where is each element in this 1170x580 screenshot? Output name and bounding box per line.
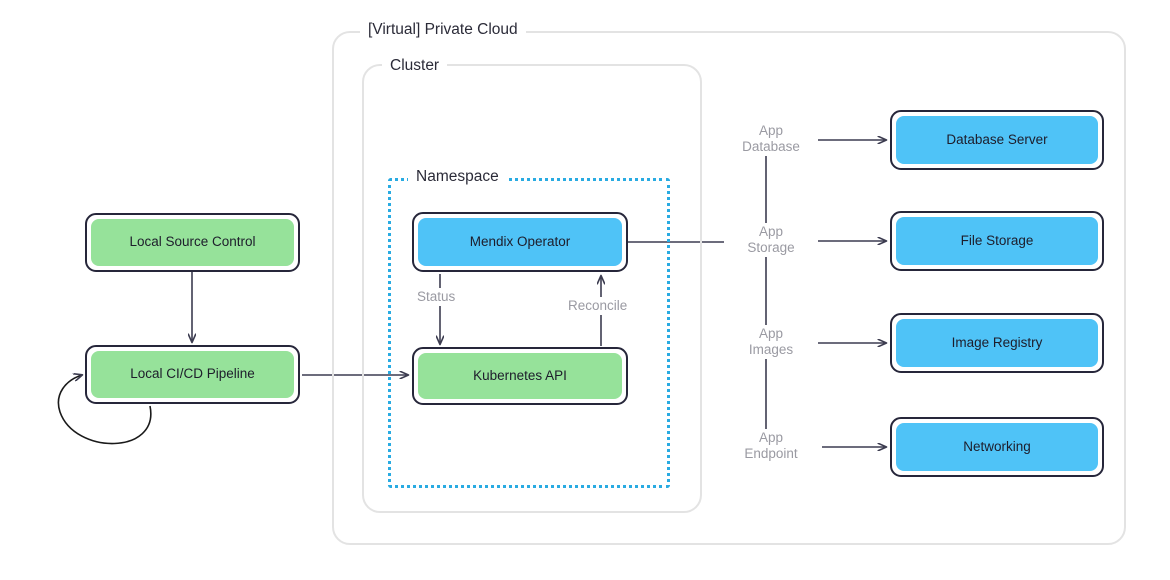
group-cluster-label: Cluster xyxy=(382,57,448,75)
edge-pipeline-self-loop xyxy=(57,375,152,445)
edge-label-reconcile: Reconcile xyxy=(563,297,633,315)
group-cluster xyxy=(362,64,702,513)
group-namespace xyxy=(388,178,670,488)
group-private-cloud-label: [Virtual] Private Cloud xyxy=(360,21,526,39)
node-database-server[interactable]: Database Server xyxy=(890,110,1104,170)
node-database-server-label: Database Server xyxy=(896,116,1098,164)
node-file-storage[interactable]: File Storage xyxy=(890,211,1104,271)
node-local-source-control[interactable]: Local Source Control xyxy=(85,213,300,272)
node-local-ci-cd-pipeline[interactable]: Local CI/CD Pipeline xyxy=(85,345,300,404)
edge-label-app-endpoint: App Endpoint xyxy=(720,429,822,463)
group-namespace-label: Namespace xyxy=(408,168,507,186)
node-mendix-operator[interactable]: Mendix Operator xyxy=(412,212,628,272)
node-local-ci-cd-pipeline-label: Local CI/CD Pipeline xyxy=(91,351,294,398)
node-mendix-operator-label: Mendix Operator xyxy=(418,218,622,266)
edge-label-app-database: App Database xyxy=(724,122,818,156)
node-local-source-control-label: Local Source Control xyxy=(91,219,294,266)
node-image-registry-label: Image Registry xyxy=(896,319,1098,367)
node-networking[interactable]: Networking xyxy=(890,417,1104,477)
group-private-cloud xyxy=(332,31,1126,545)
edge-label-status: Status xyxy=(412,288,461,306)
node-kubernetes-api-label: Kubernetes API xyxy=(418,353,622,399)
edge-label-app-images: App Images xyxy=(724,325,818,359)
edge-label-app-storage: App Storage xyxy=(724,223,818,257)
node-file-storage-label: File Storage xyxy=(896,217,1098,265)
node-kubernetes-api[interactable]: Kubernetes API xyxy=(412,347,628,405)
node-networking-label: Networking xyxy=(896,423,1098,471)
node-image-registry[interactable]: Image Registry xyxy=(890,313,1104,373)
